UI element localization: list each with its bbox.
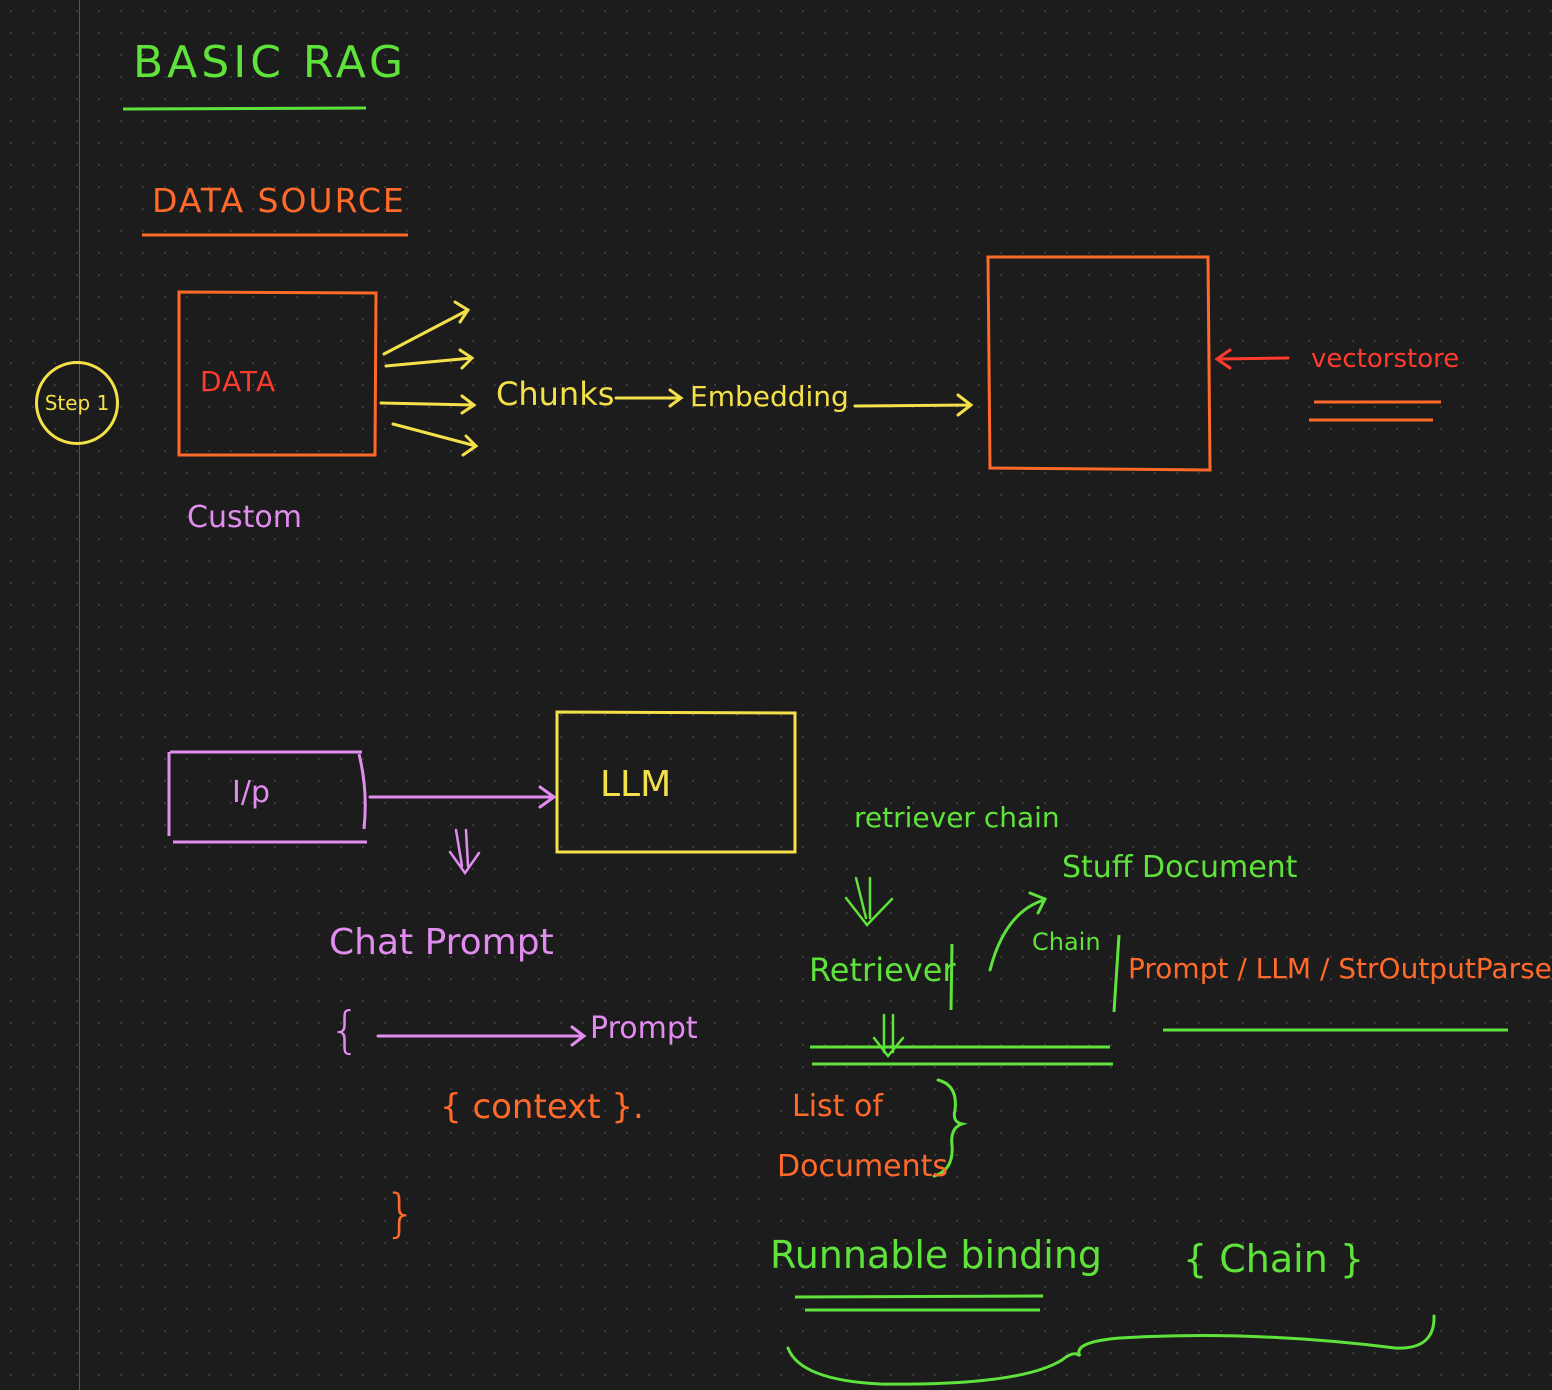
step-badge: Step 1	[35, 361, 119, 445]
input-to-llm-arrow	[368, 785, 557, 809]
title-underline	[122, 106, 367, 111]
prompt-close-brace: }	[384, 1184, 418, 1244]
vectorstore-pointer-arrow	[1214, 348, 1290, 370]
chat-prompt-label: Chat Prompt	[329, 922, 554, 963]
chunks-to-embedding-arrow	[614, 388, 684, 408]
page-title: BASIC RAG	[133, 37, 408, 88]
chain-label: Chain	[1032, 928, 1101, 956]
notebook-margin-line	[79, 0, 80, 1390]
retriever-label: Retriever	[809, 951, 956, 989]
context-label: { context }.	[440, 1087, 644, 1127]
documents-brace	[932, 1078, 968, 1178]
runnable-underline-1	[794, 1294, 1044, 1299]
llm-box-label: LLM	[600, 764, 672, 805]
documents-label: Documents	[777, 1149, 949, 1184]
section-heading: DATA SOURCE	[152, 181, 406, 220]
prompt-label: Prompt	[590, 1011, 698, 1046]
vectorstore-box	[986, 255, 1212, 472]
brace-to-prompt-arrow	[376, 1025, 587, 1047]
input-box	[167, 750, 367, 844]
chain-divider	[1112, 934, 1121, 1013]
input-box-label: I/p	[232, 775, 270, 810]
llm-box	[555, 710, 797, 854]
stuff-document-arrow	[988, 891, 1048, 972]
embedding-to-vectorstore-arrow	[853, 393, 974, 417]
embedding-label: Embedding	[690, 380, 849, 413]
retriever-chain-label: retriever chain	[854, 801, 1060, 834]
data-box	[177, 290, 378, 457]
stuff-document-label: Stuff Document	[1062, 850, 1298, 885]
retriever-chain-down-arrow	[844, 876, 894, 927]
retriever-divider	[949, 943, 954, 1011]
bottom-brace	[786, 1314, 1436, 1386]
step-label: Step 1	[44, 391, 110, 415]
prompt-llm-parser-label: Prompt / LLM / StrOutputParser( )	[1128, 952, 1552, 985]
vectorstore-label: vectorstore	[1311, 344, 1460, 374]
retriever-down-arrow	[872, 1013, 905, 1058]
runnable-binding-label: Runnable binding	[770, 1233, 1103, 1277]
chunk-arrows	[379, 300, 479, 457]
custom-label: Custom	[187, 500, 302, 535]
chunks-label: Chunks	[496, 375, 615, 413]
prompt-open-brace: {	[329, 1001, 361, 1059]
chain-braces-label: { Chain }	[1183, 1237, 1365, 1281]
input-down-arrow	[448, 828, 481, 876]
data-box-label: DATA	[200, 365, 277, 398]
list-of-label: List of	[792, 1089, 883, 1124]
